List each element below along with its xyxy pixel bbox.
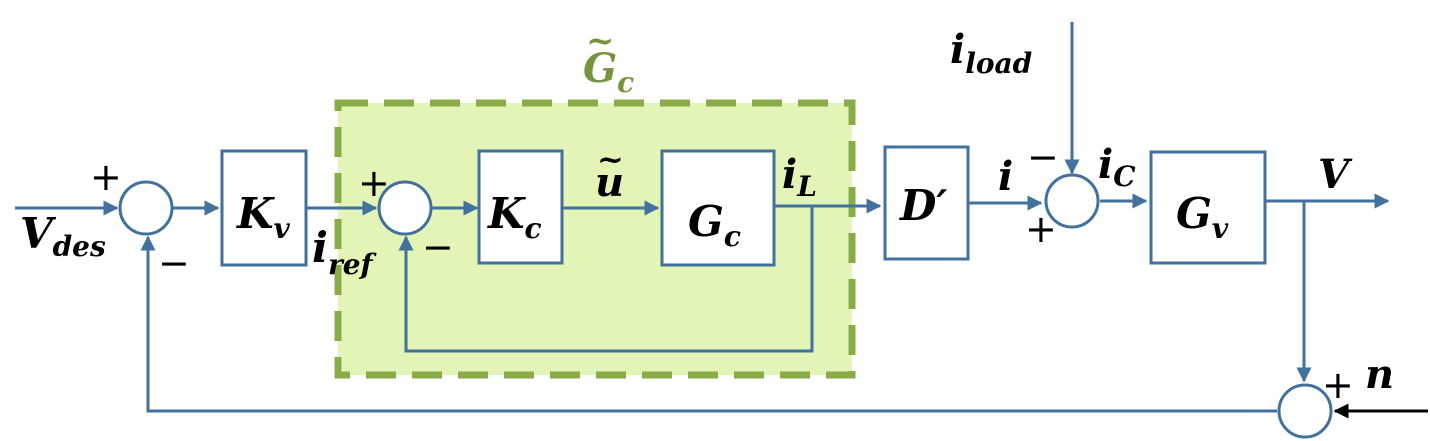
sign-sum3-minus: − (1027, 135, 1059, 179)
sign-sum3-plus: + (1025, 207, 1057, 251)
block-dprime: D′ (883, 145, 970, 261)
group-label-accent: ~ (586, 21, 615, 61)
wire-outer-feedback (140, 235, 1277, 413)
sign-sum1-minus: − (158, 241, 190, 285)
block-gv: Gv (1149, 150, 1267, 265)
sign-sum1-plus: + (90, 155, 122, 199)
sign-sum2-plus: + (358, 161, 390, 205)
svg-text:D′: D′ (899, 181, 948, 230)
sum-junction-noise (1277, 383, 1333, 439)
wire-inner-feedback (398, 206, 814, 353)
signal-v: V (1318, 151, 1353, 198)
signal-vdes: Vdes (20, 209, 106, 263)
signal-i: i (998, 153, 1013, 200)
sign-sum2-minus: − (422, 225, 454, 269)
block-kc: Kc (477, 149, 564, 265)
svg-text:Kc: Kc (487, 189, 542, 245)
signal-iref: iref (312, 223, 378, 281)
signal-n: n (1365, 351, 1394, 398)
signal-ic: iC (1098, 141, 1136, 193)
group-label: Gc (583, 45, 634, 99)
block-kv: Kv (220, 149, 308, 267)
sum-junction-outer (118, 180, 174, 236)
svg-text:Kv: Kv (236, 189, 291, 245)
svg-text:Gc: Gc (688, 197, 741, 253)
signal-u-accent: ~ (597, 140, 624, 178)
signal-u: u (595, 159, 624, 206)
signal-iload: iload (950, 26, 1032, 80)
sum-junction-load (1044, 173, 1100, 229)
signal-il: iL (782, 151, 817, 203)
sign-sum4-plus: + (1322, 363, 1354, 407)
block-gc: Gc (660, 149, 776, 267)
svg-text:Gv: Gv (1176, 189, 1229, 245)
sum-junction-inner (377, 180, 433, 236)
